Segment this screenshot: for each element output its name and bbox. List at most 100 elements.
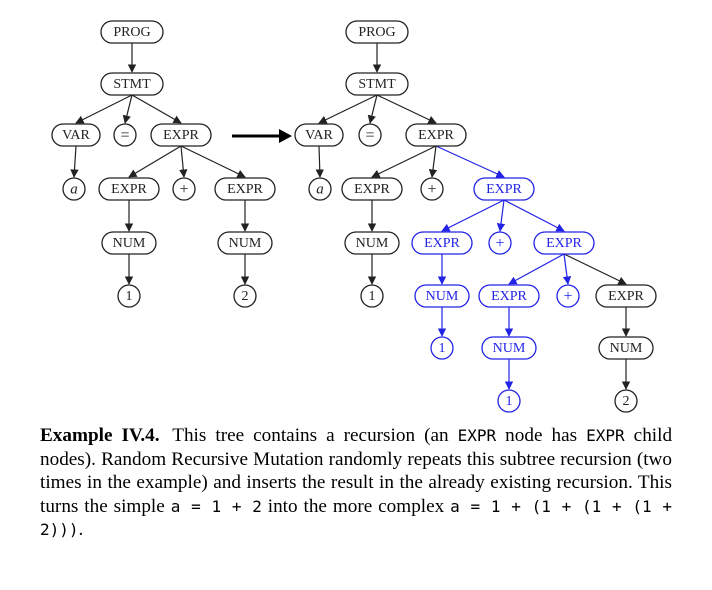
tree-edge-right-expr-e1 — [371, 145, 437, 178]
node-label: PROG — [113, 25, 150, 40]
tree-edge-right-eb1-p2 — [496, 199, 506, 232]
tree-node-right-p2: + — [488, 231, 512, 255]
node-label: 1 — [369, 289, 376, 304]
node-label: NUM — [356, 236, 389, 251]
node-label: EXPR — [111, 182, 147, 197]
tree-node-right-numb1: NUM — [414, 284, 470, 308]
tree-node-right-p3: + — [556, 284, 580, 308]
tree-node-left-two: 2 — [233, 284, 257, 308]
tree-node-left-eq: = — [113, 123, 137, 147]
tree-node-right-eb1: EXPR — [473, 177, 535, 201]
tree-edge-left-expr-plus — [179, 145, 188, 178]
tree-node-right-prog: PROG — [345, 20, 409, 44]
tree-node-left-var: VAR — [51, 123, 101, 147]
caption-text-3: child nodes). Random Recursive Mutation … — [40, 425, 673, 517]
tree-node-right-eb2: EXPR — [411, 231, 473, 255]
node-label: EXPR — [608, 289, 644, 304]
caption-text-1: This tree contains a recursion (an — [172, 425, 449, 446]
node-label: EXPR — [486, 182, 522, 197]
tree-edge-right-eb3-eb4 — [508, 253, 565, 285]
tree-node-right-numb2: NUM — [481, 336, 537, 360]
tree-node-right-e5: EXPR — [595, 284, 657, 308]
node-label: NUM — [229, 236, 262, 251]
tree-node-right-p1: + — [420, 177, 444, 201]
tree-node-left-stmt: STMT — [100, 72, 164, 96]
tree-node-left-prog: PROG — [100, 20, 164, 44]
example-label: Example IV.4. — [40, 425, 160, 446]
tree-node-right-e1: EXPR — [341, 177, 403, 201]
tree-node-right-stmt: STMT — [345, 72, 409, 96]
tree-edge-left-var-a — [70, 145, 79, 178]
tree-edge-right-var-a — [315, 145, 324, 178]
node-label: = — [365, 127, 374, 144]
tree-node-right-a: a — [308, 177, 332, 201]
node-label: NUM — [113, 236, 146, 251]
tree-node-right-expr: EXPR — [405, 123, 467, 147]
tree-edges — [70, 43, 631, 390]
node-label: EXPR — [354, 182, 390, 197]
caption-code-2: EXPR — [586, 426, 625, 445]
node-label: 1 — [506, 394, 513, 409]
tree-node-left-plus: + — [172, 177, 196, 201]
caption-code-1: EXPR — [457, 426, 497, 445]
tree-node-left-one: 1 — [117, 284, 141, 308]
tree-node-right-num2: NUM — [598, 336, 654, 360]
tree-edge-right-stmt-var — [318, 94, 378, 124]
tree-node-right-eb3: EXPR — [533, 231, 595, 255]
tree-node-left-e1: EXPR — [98, 177, 160, 201]
node-label: 2 — [242, 289, 249, 304]
caption-text-5: . — [78, 519, 84, 540]
tree-edge-left-stmt-expr — [131, 94, 182, 124]
tree-edge-right-stmt-expr — [376, 94, 437, 124]
node-label: + — [427, 181, 436, 198]
node-label: STMT — [113, 77, 151, 92]
node-label: a — [316, 182, 324, 198]
node-label: + — [495, 235, 504, 252]
node-label: 1 — [126, 289, 133, 304]
tree-node-left-num2: NUM — [217, 231, 273, 255]
node-label: + — [563, 288, 572, 305]
caption-code-3: a = 1 + 2 — [170, 496, 262, 516]
tree-node-right-var: VAR — [294, 123, 344, 147]
node-label: = — [120, 127, 129, 144]
tree-node-right-oneb2: 1 — [497, 389, 521, 413]
tree-edge-left-expr-e2 — [180, 145, 246, 178]
node-label: VAR — [62, 128, 90, 143]
node-label: VAR — [305, 128, 333, 143]
node-label: 1 — [439, 341, 446, 356]
tree-node-right-num1: NUM — [344, 231, 400, 255]
node-label: EXPR — [546, 236, 582, 251]
tree-edge-left-stmt-var — [75, 94, 133, 124]
tree-node-right-eb4: EXPR — [478, 284, 540, 308]
node-label: PROG — [358, 25, 395, 40]
node-label: EXPR — [491, 289, 527, 304]
tree-node-right-one1: 1 — [360, 284, 384, 308]
tree-node-left-a: a — [62, 177, 86, 201]
tree-edge-right-eb1-eb3 — [503, 199, 565, 232]
node-label: STMT — [358, 77, 396, 92]
tree-edge-left-stmt-eq — [122, 94, 133, 124]
node-label: a — [70, 182, 78, 198]
tree-edge-right-expr-p1 — [428, 145, 438, 178]
tree-edge-right-eb3-e5 — [563, 253, 627, 285]
node-label: EXPR — [424, 236, 460, 251]
node-label: EXPR — [227, 182, 263, 197]
node-label: NUM — [426, 289, 459, 304]
figure-caption: Example IV.4. This tree contains a recur… — [40, 424, 672, 542]
tree-edge-left-expr-e1 — [128, 145, 182, 178]
tree-edge-right-expr-eb1 — [435, 145, 505, 178]
caption-code-4: a = 1 + (1 + (1 + (1 + 2))) — [40, 496, 673, 540]
tree-node-right-oneb1: 1 — [430, 336, 454, 360]
tree-node-right-two: 2 — [614, 389, 638, 413]
caption-text-2: node has — [505, 425, 578, 446]
caption-text-4: into the more complex — [267, 495, 445, 517]
node-label: + — [179, 181, 188, 198]
tree-node-left-expr: EXPR — [150, 123, 212, 147]
node-label: EXPR — [163, 128, 199, 143]
node-label: NUM — [493, 341, 526, 356]
node-label: EXPR — [418, 128, 454, 143]
node-label: 2 — [623, 394, 630, 409]
transform-arrow — [232, 129, 292, 143]
